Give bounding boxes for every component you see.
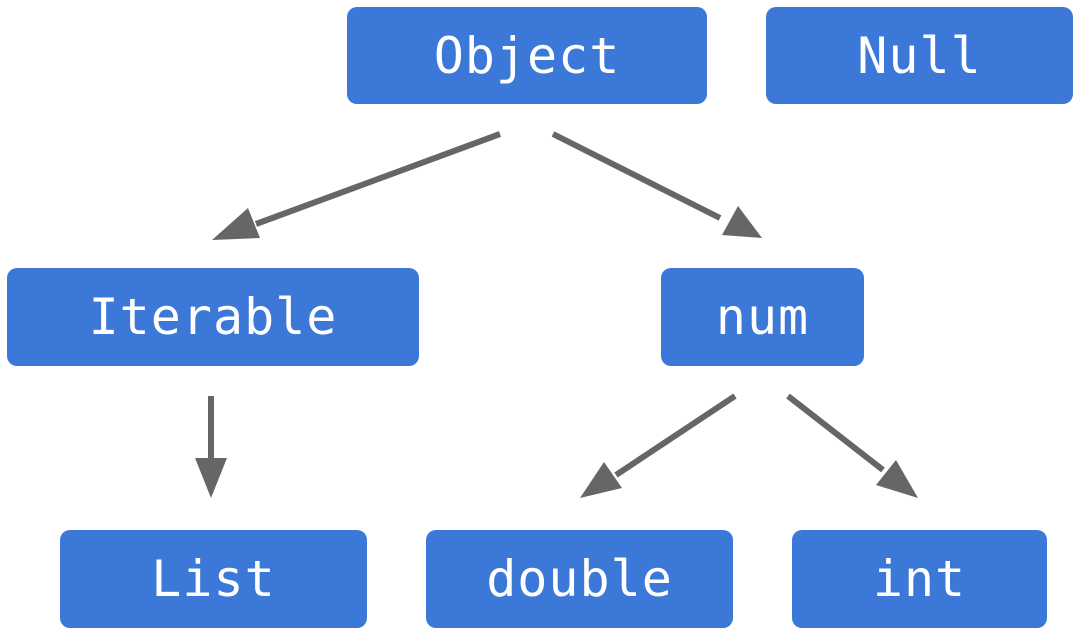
- node-object: Object: [347, 7, 707, 104]
- arrow-object-to-iterable: [212, 131, 502, 240]
- node-int: int: [792, 530, 1047, 628]
- arrow-object-to-num: [551, 131, 762, 238]
- arrow-num-to-int: [786, 393, 918, 498]
- node-iterable: Iterable: [7, 268, 419, 366]
- node-null: Null: [766, 7, 1073, 104]
- arrow-iterable-to-list: [195, 396, 227, 498]
- node-num: num: [661, 268, 864, 366]
- node-double: double: [426, 530, 733, 628]
- node-list: List: [60, 530, 367, 628]
- arrow-num-to-double: [580, 393, 737, 498]
